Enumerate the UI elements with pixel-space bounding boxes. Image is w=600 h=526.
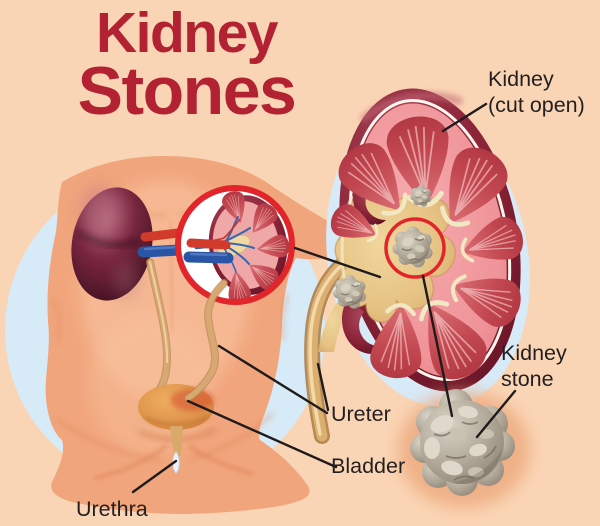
label-kidney-cut-open: Kidney (cut open) [488,67,585,117]
line-kidney-stone-label [475,389,517,439]
label-bladder: Bladder [331,454,406,478]
label-kidney-stone: Kidney stone [501,341,567,391]
inset-kidney [183,188,292,306]
inset-ureter [184,279,228,402]
title-line2: Stones [77,53,297,129]
urethra-shape [170,426,183,474]
line-inset-to-kidney [293,246,382,279]
large-kidney-cut-open [304,88,530,444]
connector-lines [131,102,517,494]
line-ring-to-stone [421,274,454,418]
renal-artery [140,228,183,242]
line-urethra [131,459,178,494]
inset-kidney-circle [175,185,295,402]
renal-vein [137,244,186,258]
stone-highlight-ring [384,217,446,279]
title-line1: Kidney [95,1,279,65]
label-urethra: Urethra [76,497,148,521]
poster-title: Kidney Stones [14,1,359,129]
large-kidney-stone [398,389,530,508]
line-ureter-left [217,344,329,415]
line-ureter-right [316,362,330,412]
line-kidney-cut-open [441,102,488,133]
inset-red-ring [175,185,295,305]
left-kidney [71,185,186,301]
line-bladder [186,399,338,469]
label-ureter: Ureter [331,402,391,426]
torso-illustration [5,156,350,514]
